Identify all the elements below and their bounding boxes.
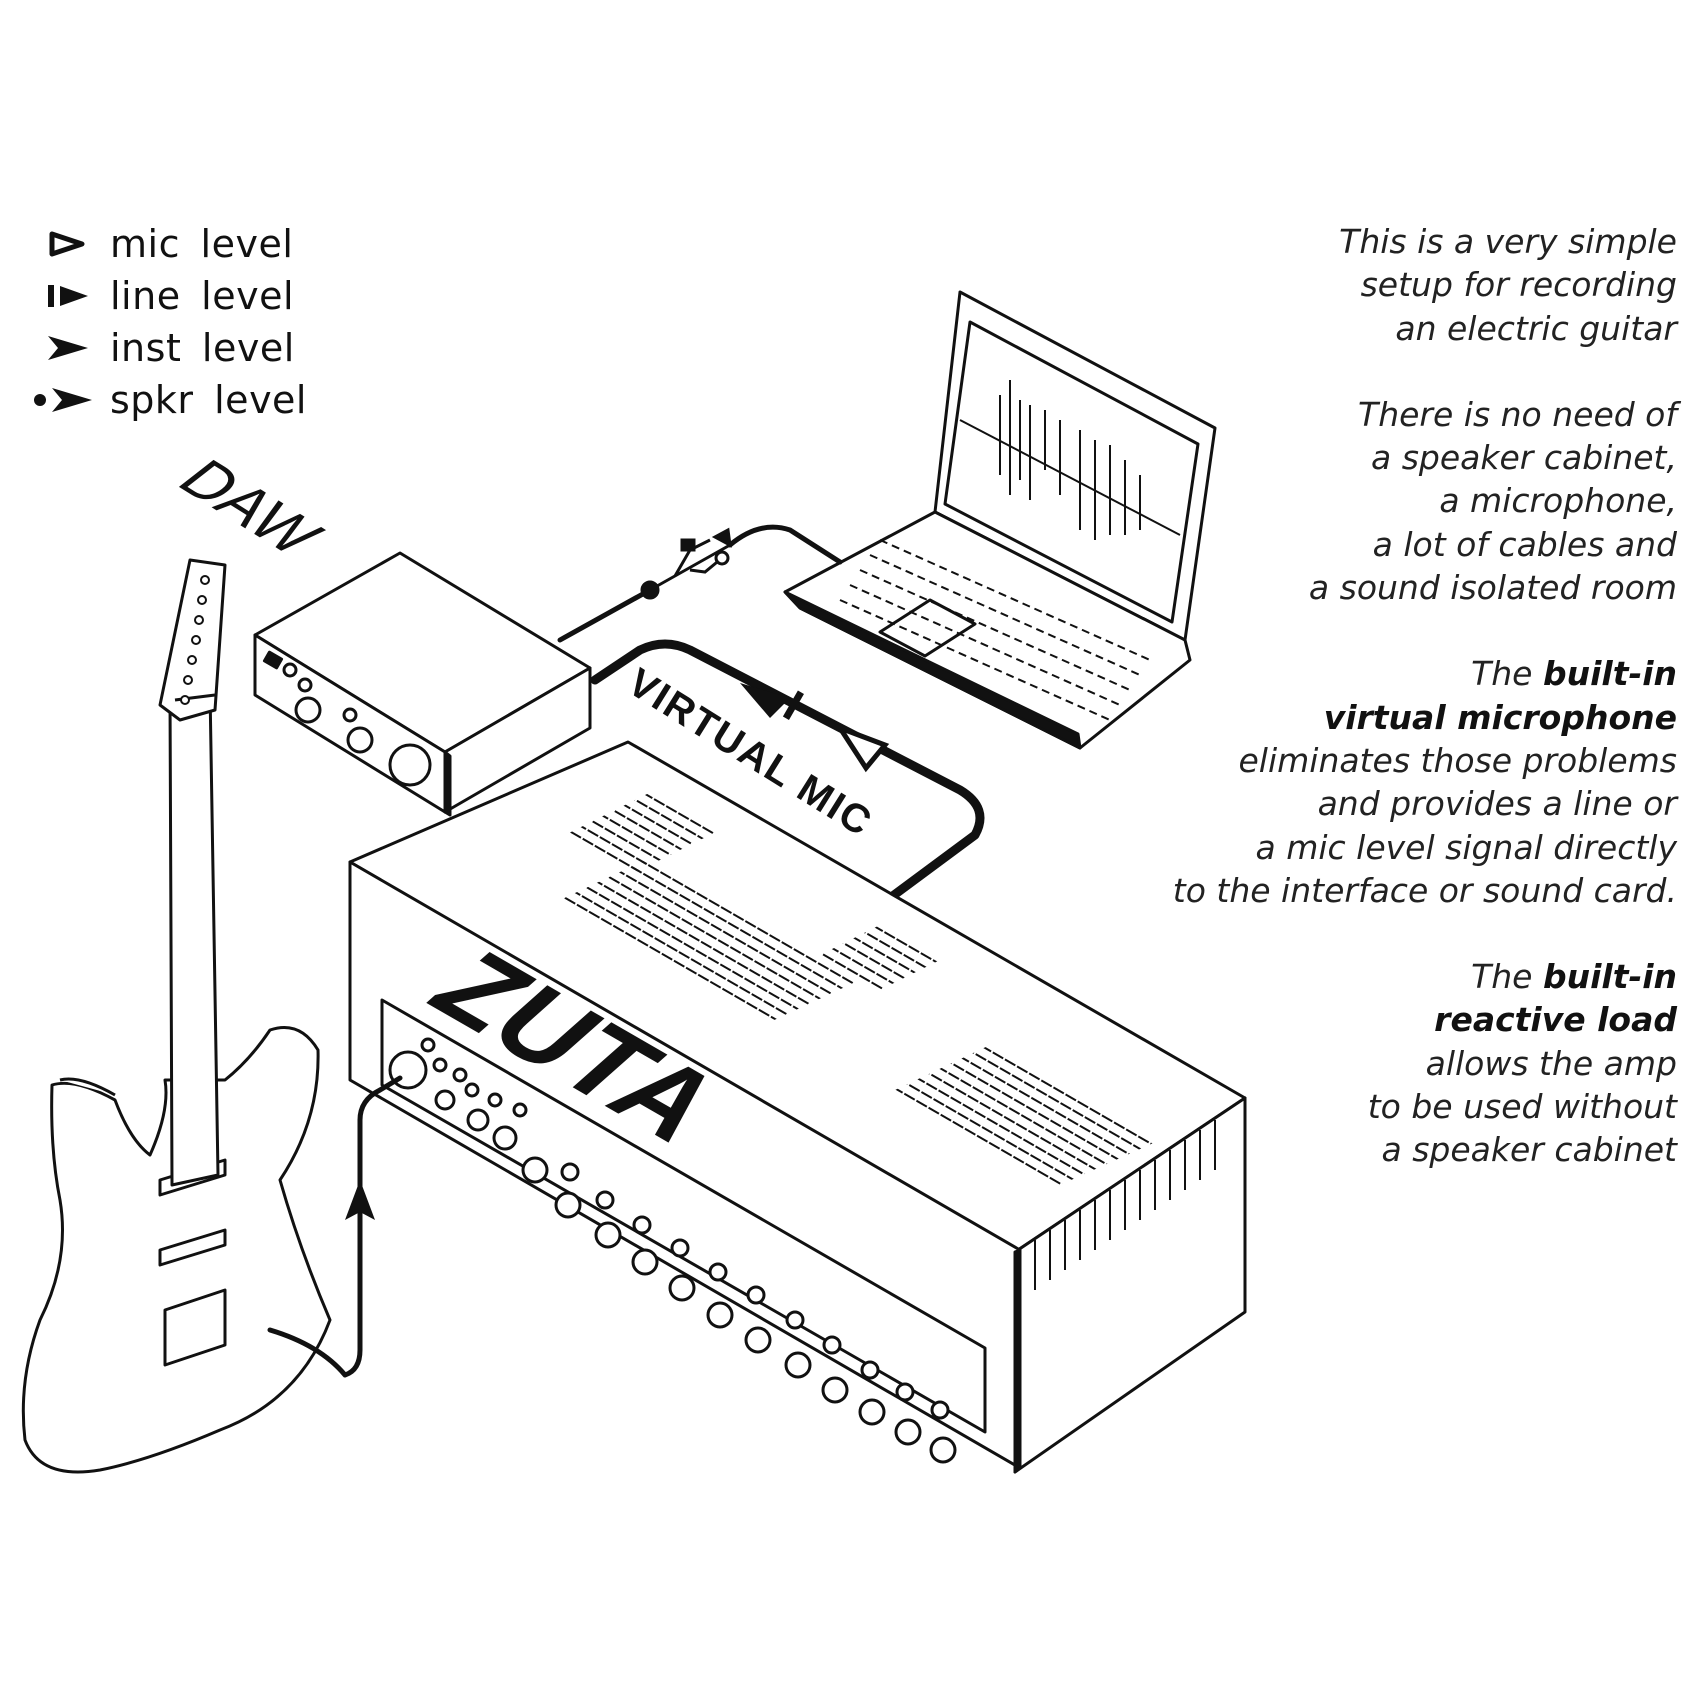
note-line: There is no need of [1358, 394, 1677, 434]
line-level-arrow-icon [48, 285, 88, 307]
note-no-need: There is no need of a speaker cabinet, a… [1117, 393, 1677, 609]
mic-level-arrow-icon [833, 722, 890, 773]
note-line: The built-in [1117, 652, 1677, 695]
note-line: an electric guitar [1395, 308, 1677, 348]
legend-label: spkr level [110, 378, 307, 422]
instrument-cable [267, 1075, 403, 1378]
inst-level-arrow-icon [345, 1180, 375, 1220]
note-emphasis: built-in [1542, 957, 1677, 997]
note-line: a sound isolated room [1308, 568, 1677, 608]
usb-icon [640, 527, 732, 600]
line-level-arrow-icon [740, 683, 804, 720]
note-line: a mic level signal directly [1255, 827, 1678, 867]
note-line: to the interface or sound card. [1172, 870, 1677, 910]
note-emphasis: reactive load [1434, 1000, 1677, 1040]
mic-level-arrow-icon [49, 231, 85, 257]
legend-label: mic level [110, 222, 294, 266]
note-virtual-microphone: The built-in virtual microphone eliminat… [1117, 652, 1677, 912]
note-line: reactive load [1117, 998, 1677, 1041]
signal-level-legend: mic level line level inst level spkr lev… [30, 218, 307, 426]
inst-level-arrow-icon [48, 336, 88, 360]
note-line: This is a very simple [1339, 222, 1677, 261]
note-text: The [1471, 957, 1543, 997]
description-text: This is a very simple setup for recordin… [1117, 220, 1677, 1215]
note-line: a speaker cabinet [1381, 1130, 1678, 1170]
note-line: a lot of cables and [1372, 524, 1677, 564]
daw-interface [253, 551, 592, 817]
legend-item-mic-level: mic level [30, 218, 307, 270]
legend-item-inst-level: inst level [30, 322, 307, 374]
note-intro: This is a very simple setup for recordin… [1117, 220, 1677, 350]
note-line: The built-in [1117, 955, 1677, 998]
usb-cable [557, 524, 843, 643]
legend-label: inst level [110, 326, 295, 370]
note-line: setup for recording [1360, 265, 1677, 305]
virtual-mic-cable [590, 639, 985, 903]
note-line: eliminates those problems [1238, 740, 1677, 780]
note-line: to be used without [1367, 1087, 1677, 1127]
amp-head [348, 740, 1247, 1474]
daw-label: DAW [163, 449, 336, 566]
note-line: allows the amp [1425, 1043, 1677, 1083]
legend-label: line level [110, 274, 295, 318]
laptop-icon [783, 290, 1217, 750]
note-line: a microphone, [1439, 481, 1677, 521]
note-text: The [1471, 654, 1543, 694]
electric-guitar-icon [21, 558, 332, 1474]
note-line: virtual microphone [1117, 696, 1677, 739]
note-emphasis: virtual microphone [1323, 697, 1677, 737]
spkr-level-arrow-icon [34, 388, 92, 412]
legend-item-spkr-level: spkr level [30, 374, 307, 426]
legend-item-line-level: line level [30, 270, 307, 322]
note-line: a speaker cabinet, [1371, 438, 1677, 478]
note-emphasis: built-in [1542, 654, 1677, 694]
note-reactive-load: The built-in reactive load allows the am… [1117, 955, 1677, 1171]
note-line: and provides a line or [1317, 784, 1677, 824]
